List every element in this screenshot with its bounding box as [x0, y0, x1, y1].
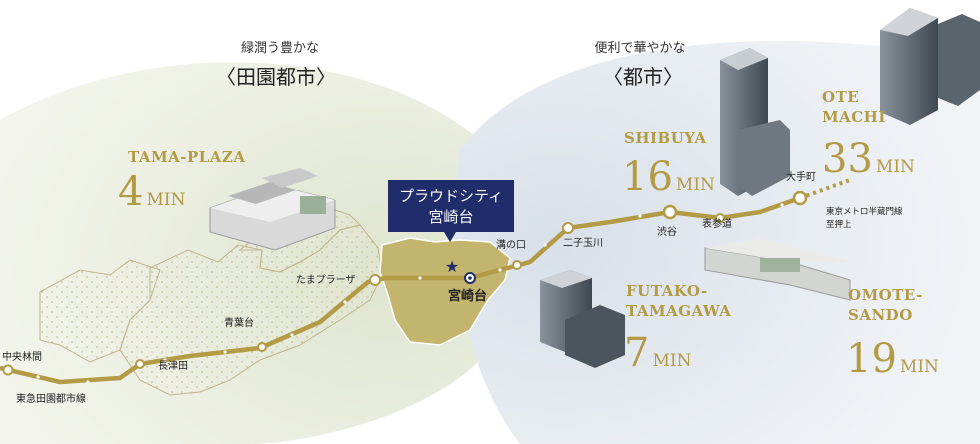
- station-omotesando: [715, 213, 725, 223]
- station-label-otemachi: 大手町: [786, 170, 816, 183]
- station-label-nagatsuta: 長津田: [158, 360, 188, 372]
- time-unit: MIN: [900, 357, 939, 377]
- right-area-tagline: 便利で華やかな: [594, 41, 685, 56]
- time-unit: MIN: [146, 190, 185, 210]
- omotesando-building-illustration: [704, 238, 851, 301]
- station-label-omotesando: 表参道: [702, 217, 732, 230]
- miyazakidai-district: [379, 237, 511, 346]
- station-label-aobadai: 青葉台: [224, 316, 254, 329]
- time-label: OMOTE-: [848, 286, 923, 304]
- time-minutes: 19: [846, 336, 897, 382]
- station-label-futako-tamagawa: 二子玉川: [563, 237, 603, 249]
- major-stations: [2, 190, 808, 376]
- time-unit: MIN: [676, 175, 715, 195]
- time-minutes: 4: [118, 169, 143, 215]
- station-mizonokuchi: [512, 260, 522, 270]
- time-unit: MIN: [876, 157, 915, 177]
- time-label: OTE: [822, 88, 859, 106]
- otemachi-tower-illustration: [880, 8, 980, 125]
- time-unit: MIN: [652, 351, 691, 371]
- station-tama-plaza: [369, 274, 381, 286]
- futako-building-illustration: [540, 270, 625, 368]
- station-chuo-rinkan: [2, 364, 14, 376]
- time-label: SANDO: [848, 306, 913, 324]
- station-aobadai: [257, 342, 267, 352]
- shibuya-tower-illustration: [720, 48, 790, 196]
- property-name-line2: 宮崎台: [428, 208, 473, 226]
- time-label: TAMAGAWA: [626, 302, 731, 320]
- station-otemachi: [792, 190, 808, 206]
- time-label: MACHI: [822, 108, 886, 126]
- station-label-chuo-rinkan: 中央林間: [2, 350, 42, 363]
- station-label-mizonokuchi: 溝の口: [496, 238, 526, 251]
- time-label: FUTAKO-: [626, 282, 708, 300]
- line-label-hanzomon: 東京メトロ半蔵門線: [826, 206, 903, 217]
- line-label-hanzomon-terminus: 至押上: [826, 219, 852, 230]
- station-label-miyazakidai: 宮崎台: [448, 288, 487, 304]
- intermediate-stops: [36, 203, 784, 384]
- property-marker: プラウドシティ 宮崎台 ★: [388, 180, 514, 276]
- station-label-shibuya: 渋谷: [657, 225, 677, 238]
- right-area-title: 〈都市〉: [603, 65, 683, 89]
- station-futako-tamagawa: [562, 222, 574, 234]
- station-shibuya: [662, 204, 678, 220]
- hanzomon-extension: [799, 178, 851, 200]
- line-label-tokyu: 東急田園都市線: [16, 392, 86, 405]
- time-minutes: 33: [822, 136, 873, 182]
- railway-line: [0, 195, 801, 385]
- time-label: TAMA-PLAZA: [128, 148, 246, 166]
- station-nagatsuta: [135, 359, 145, 369]
- left-area-title: 〈田園都市〉: [216, 65, 336, 89]
- star-icon: ★: [445, 257, 459, 276]
- station-label-tama-plaza: たまプラーザ: [296, 274, 356, 286]
- time-minutes: 16: [622, 154, 673, 200]
- tama-plaza-building-illustration: [209, 168, 336, 251]
- property-name-line1: プラウドシティ: [399, 187, 503, 205]
- left-area-tagline: 緑潤う豊かな: [241, 41, 319, 56]
- time-minutes: 7: [624, 330, 649, 376]
- time-label: SHIBUYA: [624, 129, 707, 147]
- property-badge: [388, 180, 514, 232]
